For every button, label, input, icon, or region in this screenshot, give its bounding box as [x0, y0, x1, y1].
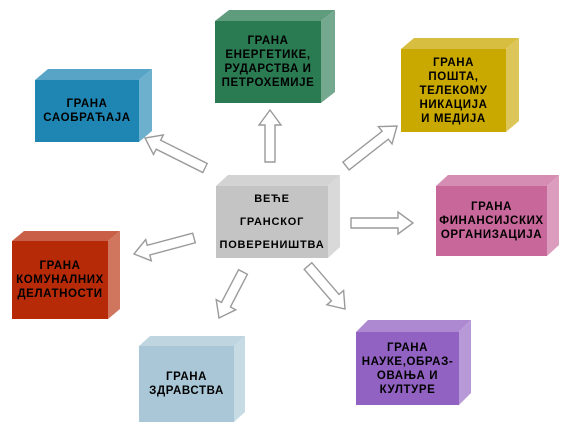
center-line-2: ГРАНСКОГ — [239, 215, 305, 228]
box-3d-shape — [215, 10, 335, 103]
box-top-face — [216, 175, 340, 186]
branch-box-traffic: ГРАНА САОБРАЋАЈА — [35, 69, 152, 142]
box-3d-shape — [139, 336, 245, 422]
branch-label-postal: ГРАНА ПОШТА, ТЕЛЕКОМУ НИКАЦИЈА И МЕДИЈА — [401, 49, 506, 132]
box-top-face — [139, 336, 245, 346]
box-3d-shape — [35, 69, 152, 142]
box-top-face — [12, 231, 120, 241]
box-top-face — [35, 69, 152, 80]
box-top-face — [356, 320, 471, 332]
branch-line: ПЕТРОХЕМИЈЕ — [221, 77, 315, 89]
branch-line: ПОШТА, — [428, 70, 479, 83]
box-side-face — [459, 320, 471, 405]
branch-box-health: ГРАНА ЗДРАВСТВА — [139, 336, 245, 422]
arrow-to-science — [303, 261, 346, 310]
box-front-face — [216, 186, 328, 258]
box-front-face — [356, 332, 459, 405]
branch-line: ТЕЛЕКОМУ — [419, 84, 488, 97]
branch-line: РУДАРСТВА И — [224, 63, 312, 75]
box-side-face — [328, 175, 340, 258]
branch-line: ОВАЊА И — [376, 369, 439, 382]
branch-line: ГРАНА — [165, 371, 208, 383]
branch-line: ДЕЛАТНОСТИ — [17, 288, 103, 300]
box-side-face — [547, 175, 559, 256]
center-council-box: ВЕЋЕ ГРАНСКОГ ПОВЕРЕНИШТВА — [216, 175, 340, 258]
branch-box-communal: ГРАНА КОМУНАЛНИХ ДЕЛАТНОСТИ — [12, 231, 120, 319]
box-front-face — [215, 21, 321, 103]
branch-label-communal: ГРАНА КОМУНАЛНИХ ДЕЛАТНОСТИ — [12, 241, 108, 319]
branch-line: ГРАНА — [66, 98, 108, 110]
branch-line: ЗДРАВСТВА — [149, 385, 224, 397]
arrow-to-health — [215, 268, 249, 320]
branch-line: НИКАЦИЈА — [419, 98, 488, 111]
branch-label-health: ГРАНА ЗДРАВСТВА — [139, 346, 234, 422]
arrow-to-energy — [257, 108, 283, 163]
branch-line: КОМУНАЛНИХ — [16, 274, 104, 286]
center-line-3: ПОВЕРЕНИШТВА — [219, 238, 325, 251]
center-council-label: ВЕЋЕ ГРАНСКОГ ПОВЕРЕНИШТВА — [216, 186, 328, 258]
branch-line: КУЛТУРЕ — [379, 383, 436, 396]
box-top-face — [215, 10, 335, 21]
branch-line: ГРАНА — [432, 56, 475, 69]
branch-line: ЕНЕРГЕТИКЕ, — [225, 49, 311, 61]
box-front-face — [35, 80, 139, 142]
box-front-face — [401, 49, 506, 132]
branch-line: ГРАНА — [470, 201, 513, 213]
branch-label-finance: ГРАНА ФИНАНСИЈСКИХ ОРГАНИЗАЦИЈА — [436, 186, 547, 256]
box-front-face — [139, 346, 234, 422]
box-3d-shape — [356, 320, 471, 405]
box-side-face — [234, 336, 245, 422]
arrow-to-postal — [341, 125, 398, 171]
box-front-face — [12, 241, 108, 319]
box-3d-shape — [216, 175, 340, 258]
branch-line: И МЕДИЈА — [421, 112, 486, 125]
branch-box-finance: ГРАНА ФИНАНСИЈСКИХ ОРГАНИЗАЦИЈА — [436, 175, 559, 256]
branch-label-traffic: ГРАНА САОБРАЋАЈА — [35, 80, 139, 142]
box-top-face — [436, 175, 559, 186]
arrow-to-communal — [132, 232, 197, 262]
box-3d-shape — [401, 38, 519, 132]
box-side-face — [321, 10, 335, 103]
branch-label-energy: ГРАНА ЕНЕРГЕТИКЕ, РУДАРСТВА И ПЕТРОХЕМИЈ… — [215, 21, 321, 103]
branch-label-science: ГРАНА НАУКЕ,ОБРАЗ- ОВАЊА И КУЛТУРЕ — [356, 332, 459, 405]
center-line-1: ВЕЋЕ — [254, 192, 290, 205]
box-3d-shape — [12, 231, 120, 319]
box-side-face — [108, 231, 120, 319]
box-side-face — [139, 69, 152, 142]
branch-line: ГРАНА — [39, 260, 81, 272]
box-front-face — [436, 186, 547, 256]
branch-box-energy: ГРАНА ЕНЕРГЕТИКЕ, РУДАРСТВА И ПЕТРОХЕМИЈ… — [215, 10, 335, 103]
branch-line: ГРАНА — [386, 341, 429, 354]
arrow-to-finance — [350, 210, 415, 236]
branch-line: САОБРАЋАЈА — [43, 112, 131, 124]
arrow-to-traffic — [143, 133, 209, 174]
branch-box-postal: ГРАНА ПОШТА, ТЕЛЕКОМУ НИКАЦИЈА И МЕДИЈА — [401, 38, 519, 132]
branch-box-science: ГРАНА НАУКЕ,ОБРАЗ- ОВАЊА И КУЛТУРЕ — [356, 320, 471, 405]
box-top-face — [401, 38, 519, 49]
box-3d-shape — [436, 175, 559, 256]
box-side-face — [506, 38, 519, 132]
branch-line: НАУКЕ,ОБРАЗ- — [361, 355, 454, 368]
branch-line: ФИНАНСИЈСКИХ — [439, 215, 544, 227]
branch-line: ГРАНА — [247, 35, 289, 47]
branch-line: ОРГАНИЗАЦИЈА — [440, 229, 543, 241]
